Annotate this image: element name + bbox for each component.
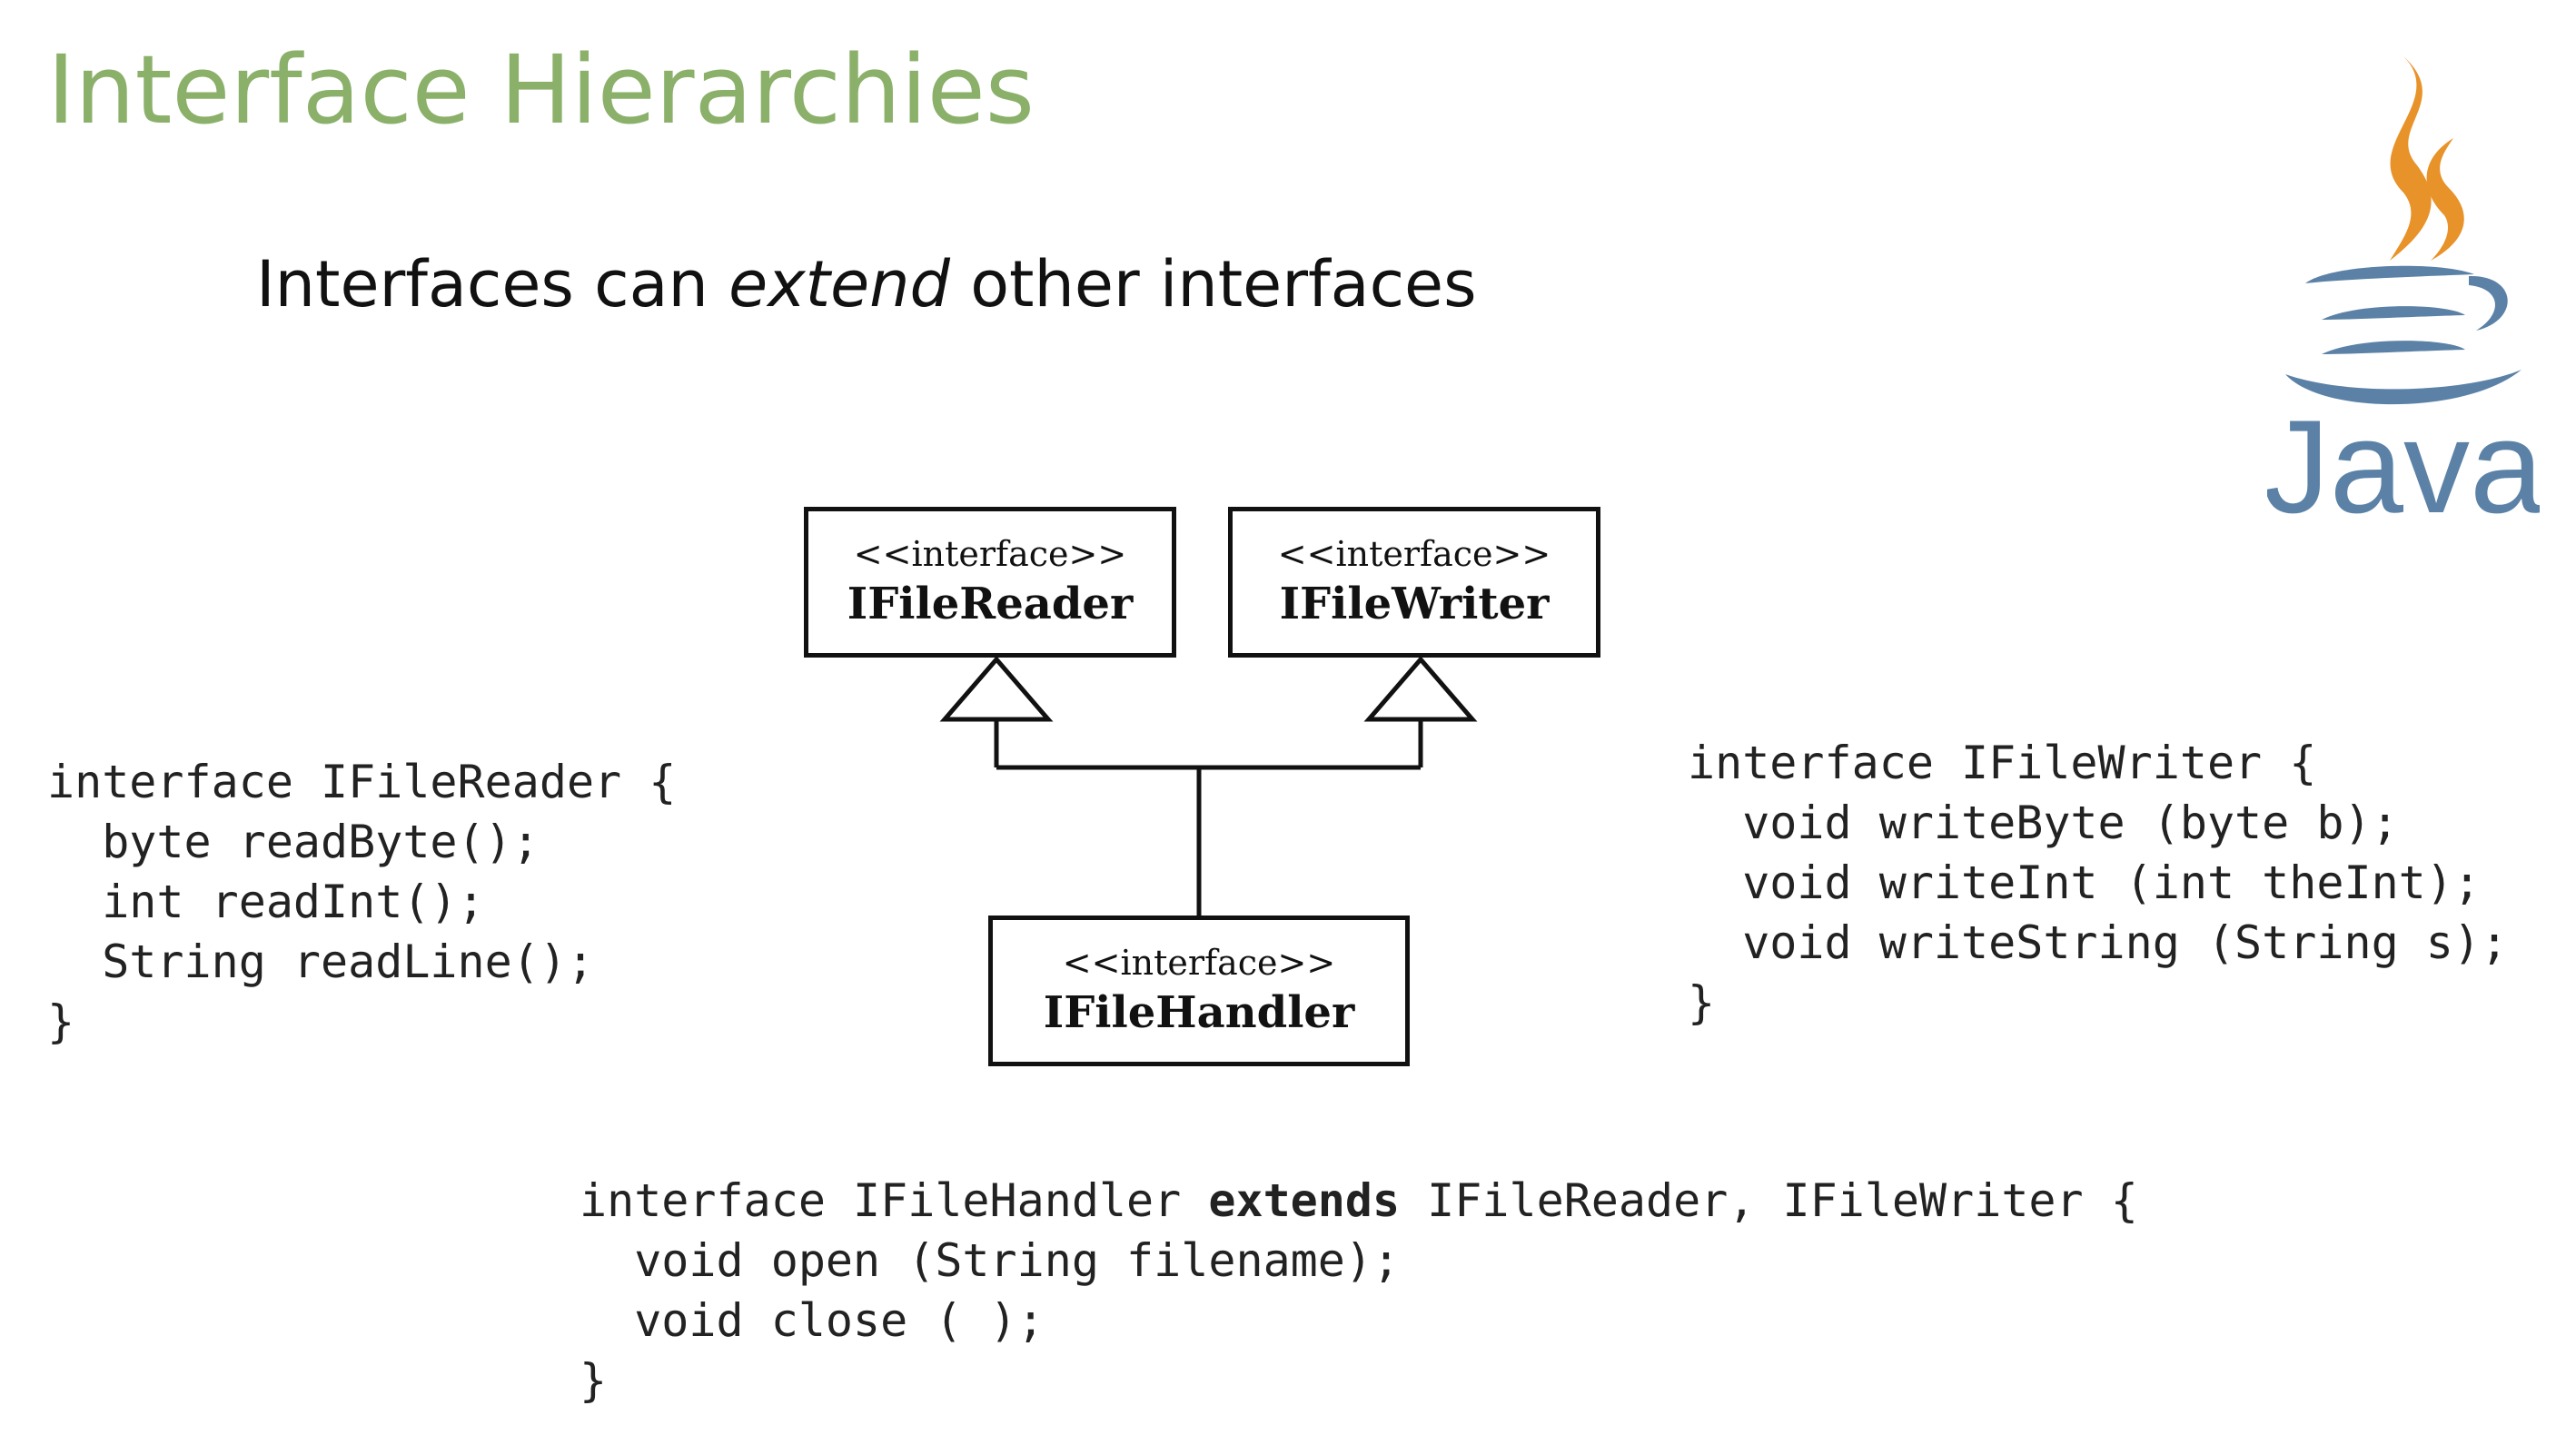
code-keyword-extends: extends — [1208, 1174, 1401, 1227]
uml-class-name: IFileReader — [847, 579, 1134, 629]
steam-flame-small — [2426, 138, 2464, 261]
java-coffee-cup-icon — [2285, 56, 2522, 405]
slide-title: Interface Hierarchies — [47, 35, 1035, 145]
code-line: String readLine(); — [47, 935, 595, 988]
code-line: void writeInt (int theInt); — [1688, 856, 2481, 909]
java-wordmark: Java — [2267, 392, 2540, 529]
uml-box-ifilehandler: <<interface>> IFileHandler — [988, 916, 1410, 1066]
code-line: void close ( ); — [580, 1294, 1045, 1347]
uml-stereotype: <<interface>> — [1062, 943, 1336, 983]
code-line: interface IFileReader { — [47, 756, 677, 808]
code-line: } — [580, 1354, 608, 1407]
cup-saucer-1 — [2305, 265, 2474, 283]
code-line: void writeString (String s); — [1688, 916, 2509, 969]
subtitle-after: other interfaces — [949, 247, 1477, 322]
code-block-ifilehandler: interface IFileHandler extends IFileRead… — [580, 1171, 2138, 1410]
cup-saucer-3 — [2322, 341, 2465, 354]
code-block-ifilereader: interface IFileReader { byte readByte();… — [47, 752, 676, 1052]
code-line: } — [1688, 976, 1716, 1029]
reader-inheritance-arrow — [939, 656, 1054, 722]
code-decl-end: IFileReader, IFileWriter { — [1400, 1174, 2138, 1227]
steam-flame-large — [2390, 56, 2432, 261]
uml-box-ifilereader: <<interface>> IFileReader — [804, 507, 1176, 658]
code-line: byte readByte(); — [47, 816, 540, 868]
uml-class-name: IFileWriter — [1279, 579, 1550, 629]
code-line: interface IFileWriter { — [1688, 737, 2317, 789]
uml-stereotype: <<interface>> — [853, 534, 1127, 574]
uml-class-name: IFileHandler — [1043, 987, 1355, 1038]
uml-box-ifilewriter: <<interface>> IFileWriter — [1228, 507, 1600, 658]
subtitle-emphasis: extend — [728, 247, 950, 322]
code-line: } — [47, 995, 75, 1048]
code-block-ifilewriter: interface IFileWriter { void writeByte (… — [1688, 733, 2508, 1033]
slide-subtitle: Interfaces can extend other interfaces — [256, 247, 1477, 322]
java-logo: Java — [2267, 56, 2540, 529]
code-line: void writeByte (byte b); — [1688, 797, 2399, 849]
code-decl-start: interface IFileHandler — [580, 1174, 1209, 1227]
writer-inheritance-arrow — [1363, 656, 1478, 722]
uml-stereotype: <<interface>> — [1277, 534, 1551, 574]
cup-base — [2285, 370, 2522, 405]
cup-saucer-2 — [2322, 306, 2465, 320]
cup-handle — [2469, 275, 2508, 331]
code-line: void open (String filename); — [580, 1234, 1401, 1287]
subtitle-before: Interfaces can — [256, 247, 729, 322]
code-line: int readInt(); — [47, 876, 485, 928]
